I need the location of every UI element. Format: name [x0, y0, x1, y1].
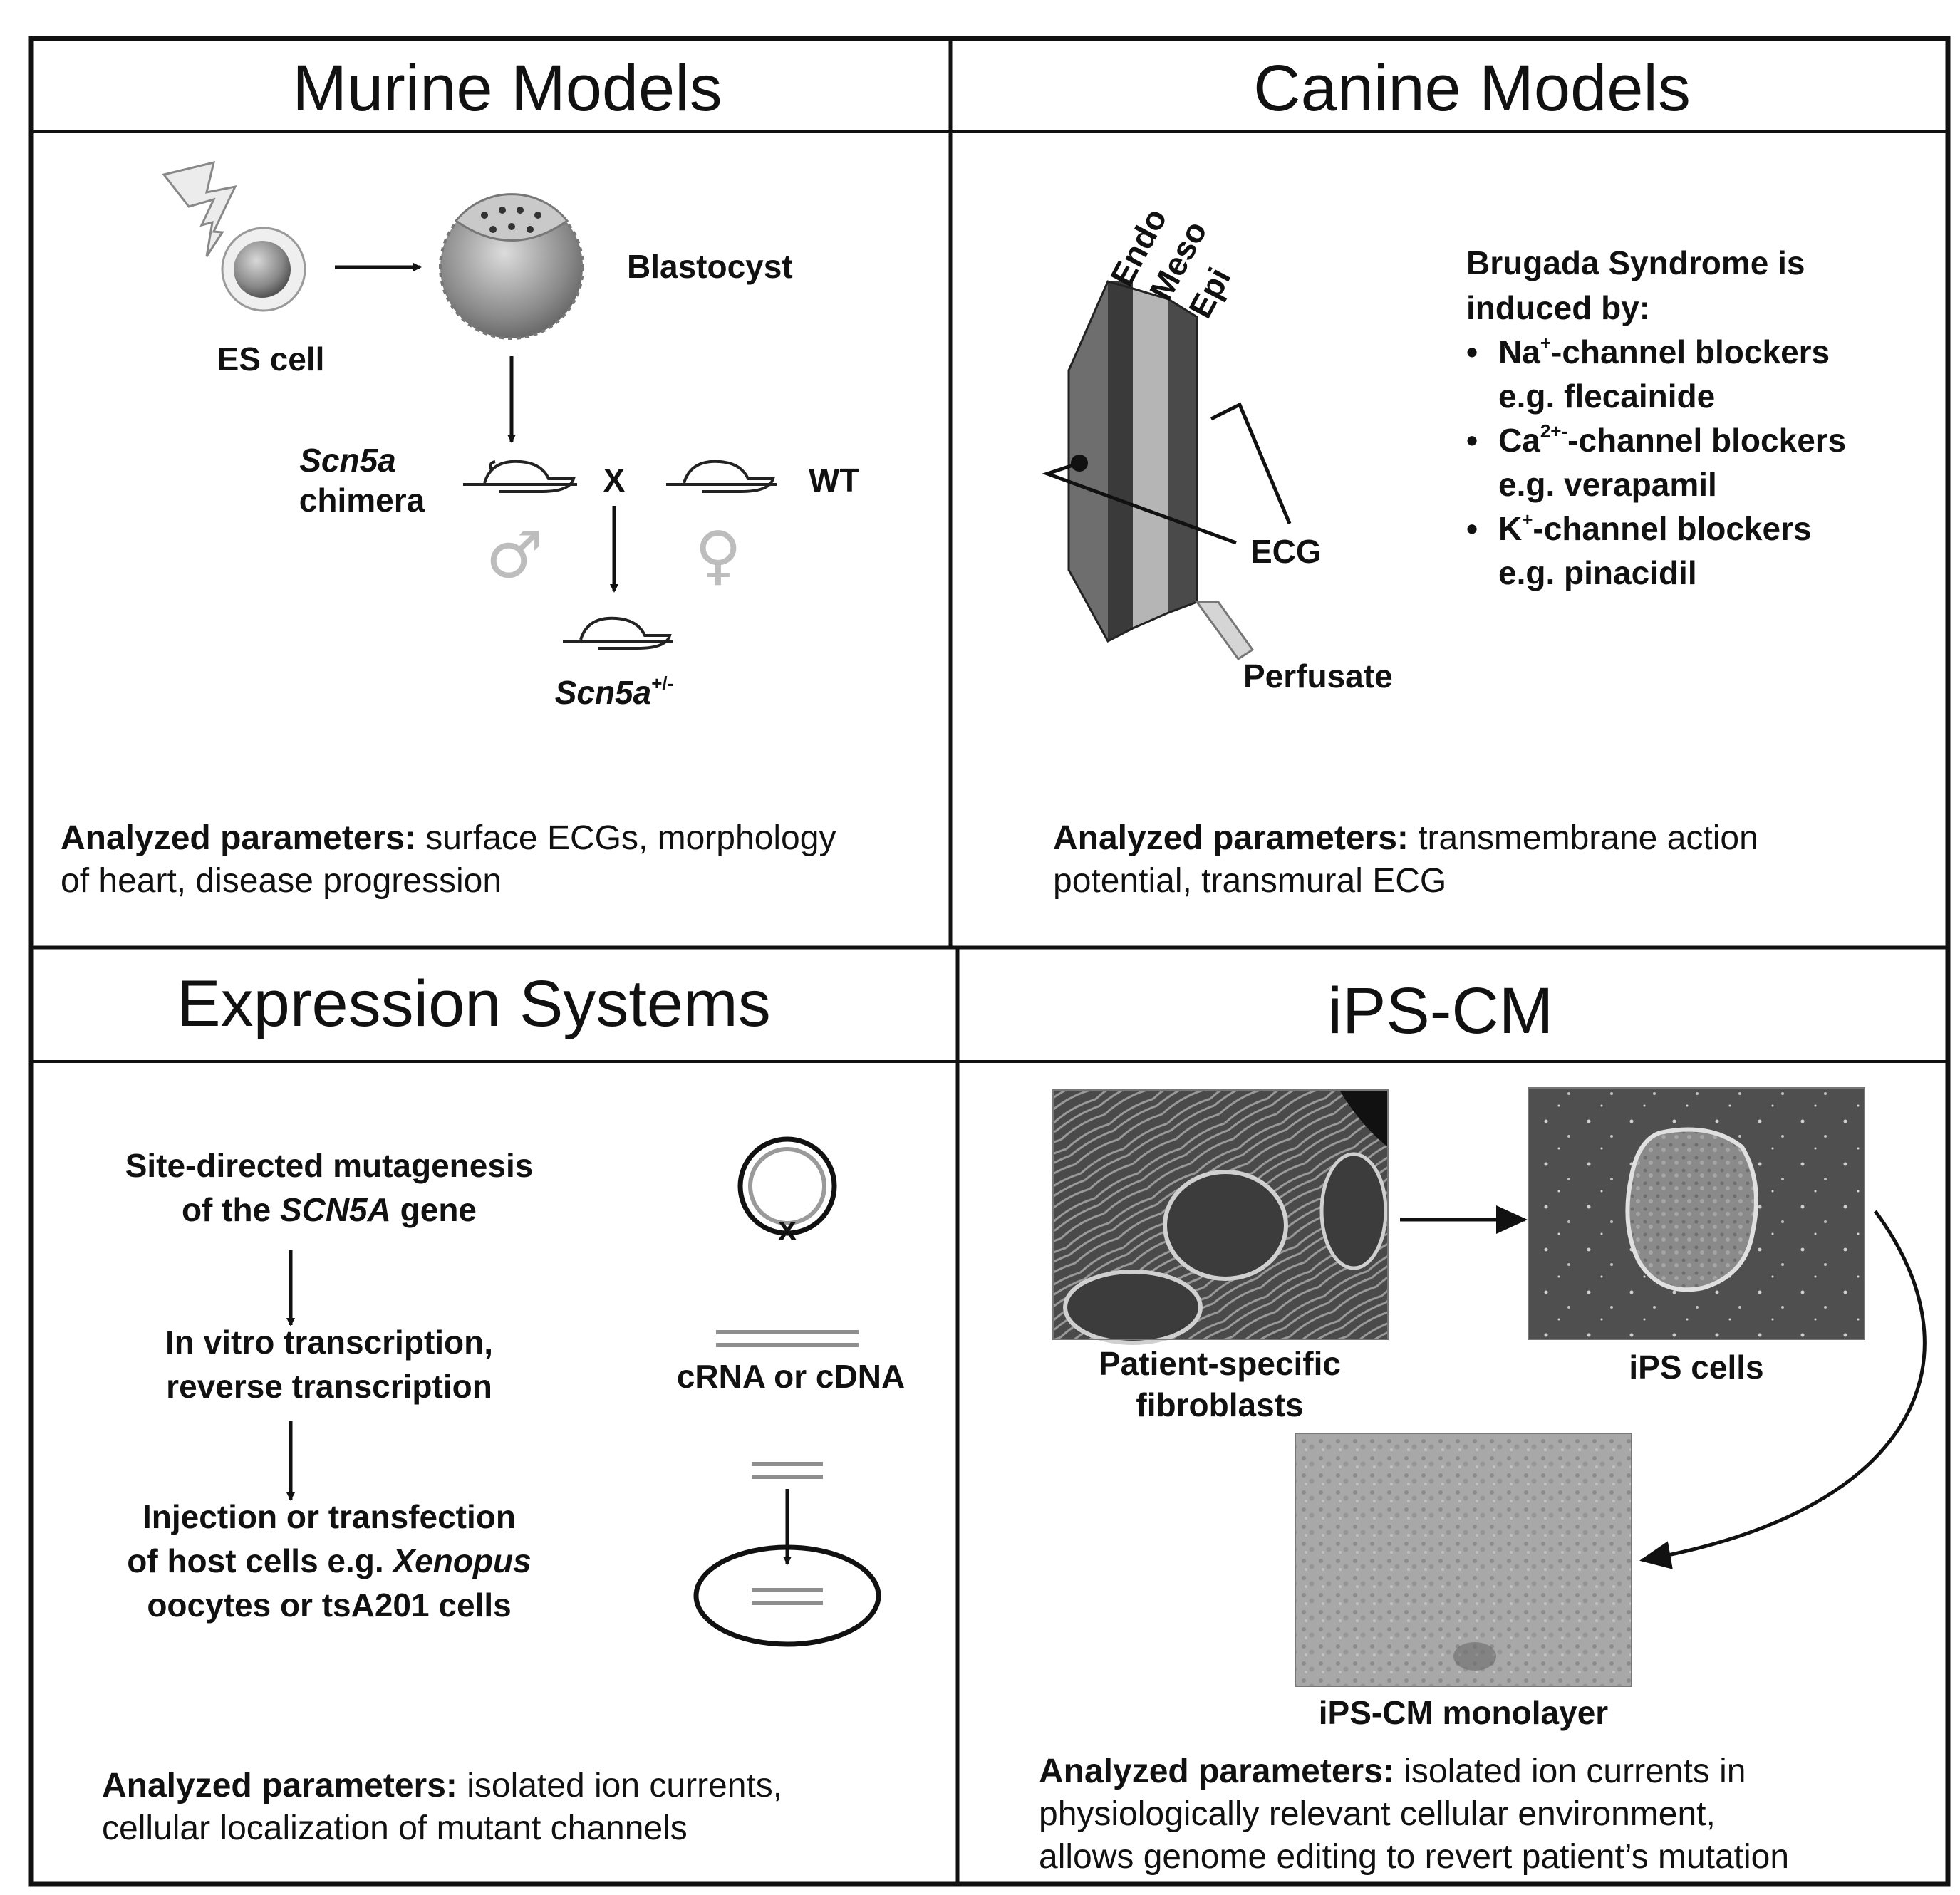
- plasmid-icon: [737, 1136, 837, 1236]
- step2-line2: reverse transcription: [166, 1368, 492, 1405]
- expression-params-line1: isolated ion currents,: [457, 1767, 782, 1805]
- chimera-mouse-icon: [463, 460, 577, 493]
- male-symbol: ♂: [486, 518, 544, 593]
- ca-example: e.g. verapamil: [1498, 466, 1717, 503]
- blastocyst-label: Blastocyst: [627, 248, 793, 285]
- step1-gene: SCN5A: [280, 1191, 391, 1228]
- svg-text:Ca2+--channel blockers: Ca2+--channel blockers: [1498, 420, 1846, 459]
- k-charge-sup: +: [1522, 509, 1533, 530]
- bullet-k: •: [1466, 510, 1478, 547]
- na-example: e.g. flecainide: [1498, 378, 1715, 415]
- monolayer-label: iPS-CM monolayer: [1319, 1694, 1609, 1731]
- fibroblast-label-line1: Patient-specific: [1099, 1345, 1341, 1382]
- host-cell-icon: [693, 1544, 881, 1647]
- svg-text:of the SCN5A gene: of the SCN5A gene: [182, 1191, 477, 1228]
- wt-label: WT: [809, 462, 860, 499]
- canine-params-heading: Analyzed parameters:: [1053, 819, 1409, 857]
- offspring-mouse-icon: [563, 616, 673, 650]
- expression-params-line2: cellular localization of mutant channels: [102, 1810, 688, 1847]
- lightning-bolt-icon: [162, 160, 237, 257]
- canine-params-line2: potential, transmural ECG: [1053, 862, 1446, 900]
- ipscm-params-line2: physiologically relevant cellular enviro…: [1039, 1795, 1716, 1833]
- cdna-strands-icon: [716, 1330, 859, 1347]
- ips-cells-label: iPS cells: [1629, 1349, 1763, 1386]
- electrode-tip: [1071, 455, 1088, 472]
- bullet-na: •: [1466, 333, 1478, 370]
- murine-panel: Murine Models ES cell Blastocyst Scn5a c…: [61, 52, 860, 900]
- female-symbol: ♀: [695, 518, 742, 593]
- murine-params-heading: Analyzed parameters:: [61, 819, 416, 857]
- monolayer-micrograph: [1295, 1433, 1632, 1687]
- step2-line1: In vitro transcription,: [165, 1324, 493, 1361]
- k-blockers: -channel blockers: [1533, 510, 1811, 547]
- na-blockers: -channel blockers: [1551, 333, 1830, 370]
- offspring-genotype-sup: +/-: [651, 673, 673, 694]
- intracellular-strands-icon: [752, 1588, 823, 1605]
- chimera-label: chimera: [299, 482, 425, 519]
- ipscm-params-line3: allows genome editing to revert patient’…: [1039, 1838, 1789, 1876]
- ca-charge-sup: 2+-: [1540, 420, 1567, 442]
- svg-text:Analyzed parameters: isolated: Analyzed parameters: isolated ion curren…: [102, 1767, 782, 1805]
- ipscm-title: iPS-CM: [1328, 975, 1554, 1047]
- canine-panel: Canine Models Endo Meso Epi ECG Perfusat…: [1042, 52, 1846, 900]
- murine-params-line1: surface ECGs, morphology: [416, 819, 836, 857]
- perfusate-label: Perfusate: [1243, 658, 1393, 695]
- offspring-gene-label: Scn5a: [555, 674, 652, 711]
- mutation-mark: x: [778, 1210, 797, 1247]
- svg-text:Na+-channel blockers: Na+-channel blockers: [1498, 332, 1830, 370]
- expression-panel: Expression Systems Site-directed mutagen…: [102, 967, 905, 1847]
- svg-text:Analyzed parameters: surface E: Analyzed parameters: surface ECGs, morph…: [61, 819, 836, 857]
- canine-title: Canine Models: [1253, 52, 1691, 125]
- step3-line3: oocytes or tsA201 cells: [147, 1587, 511, 1624]
- expression-title: Expression Systems: [177, 967, 770, 1040]
- svg-text:of host cells e.g. Xenopus: of host cells e.g. Xenopus: [127, 1542, 531, 1579]
- ipscm-panel: iPS-CM Patient-specific fibroblasts iPS …: [1039, 975, 1927, 1876]
- ventricular-wedge-icon: [1067, 280, 1198, 643]
- wt-mouse-icon: [666, 460, 777, 493]
- fibroblast-label-line2: fibroblasts: [1136, 1386, 1303, 1423]
- es-cell-label: ES cell: [217, 341, 325, 378]
- svg-text:K+-channel blockers: K+-channel blockers: [1498, 509, 1812, 547]
- murine-params-line2: of heart, disease progression: [61, 862, 502, 900]
- ipscm-params-line1: isolated ion currents in: [1394, 1753, 1746, 1790]
- crna-cdna-label: cRNA or cDNA: [677, 1358, 905, 1395]
- panel-grid: [28, 36, 1951, 1887]
- expression-params-heading: Analyzed parameters:: [102, 1767, 457, 1805]
- svg-text:Scn5a+/-: Scn5a+/-: [555, 673, 674, 711]
- na-ion: Na: [1498, 333, 1540, 370]
- ips-colony-micrograph: [1528, 1087, 1865, 1340]
- ecg-electrodes: [1042, 402, 1292, 545]
- step1-line1: Site-directed mutagenesis: [125, 1147, 534, 1184]
- chimera-gene-label: Scn5a: [299, 442, 396, 479]
- blastocyst-icon: [439, 193, 584, 340]
- injection-strands-icon: [752, 1462, 823, 1479]
- ca-blockers: -channel blockers: [1567, 422, 1846, 459]
- ecg-label: ECG: [1250, 533, 1322, 570]
- fibroblast-micrograph: [1052, 1089, 1389, 1345]
- ca-ion: Ca: [1498, 422, 1540, 459]
- step3-line2a: of host cells e.g.: [127, 1542, 393, 1579]
- na-charge-sup: +: [1540, 332, 1551, 353]
- canine-params-line1: transmembrane action: [1409, 819, 1758, 857]
- bullet-ca: •: [1466, 422, 1478, 459]
- k-example: e.g. pinacidil: [1498, 554, 1697, 591]
- svg-text:Analyzed parameters: isolated: Analyzed parameters: isolated ion curren…: [1039, 1753, 1746, 1790]
- induced-line1: Brugada Syndrome is: [1466, 244, 1805, 281]
- induced-line2: induced by:: [1466, 289, 1650, 326]
- step1-line2b: gene: [391, 1191, 477, 1228]
- k-ion: K: [1498, 510, 1522, 547]
- arrow-ips-to-monolayer: [1639, 1210, 1927, 1569]
- perfusate-cannula-icon: [1195, 601, 1255, 661]
- ipscm-params-heading: Analyzed parameters:: [1039, 1753, 1394, 1790]
- svg-text:Analyzed parameters: transmemb: Analyzed parameters: transmembrane actio…: [1053, 819, 1758, 857]
- murine-title: Murine Models: [292, 52, 722, 125]
- step1-line2a: of the: [182, 1191, 280, 1228]
- step3-species: Xenopus: [390, 1542, 531, 1579]
- cross-symbol: X: [603, 462, 626, 499]
- step3-line1: Injection or transfection: [142, 1498, 516, 1535]
